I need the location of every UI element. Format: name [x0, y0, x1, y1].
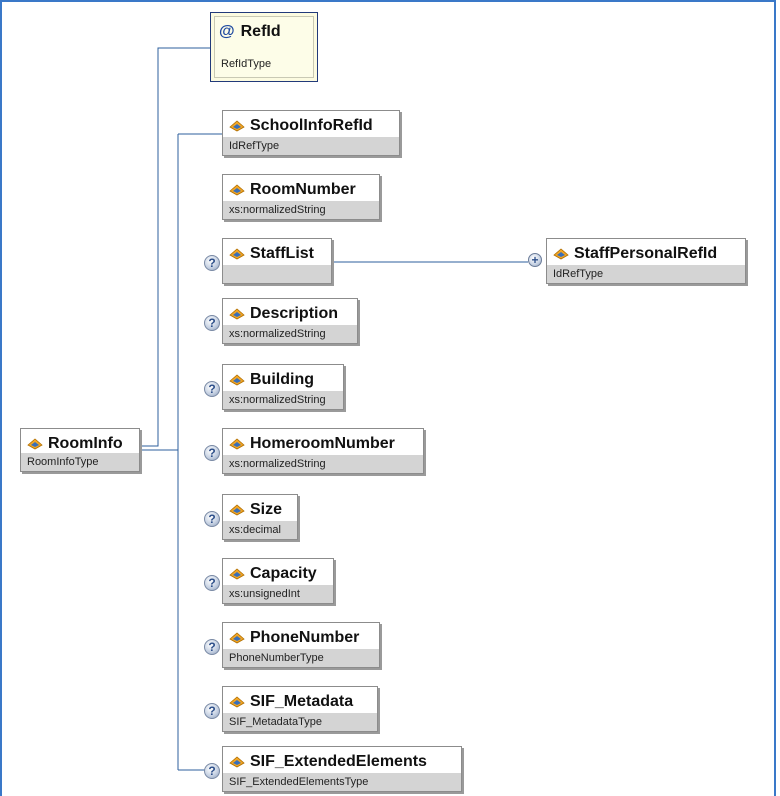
element-icon [229, 184, 245, 196]
element-name: Size [250, 501, 283, 518]
element-icon [229, 568, 245, 580]
optional-icon: ? [204, 315, 220, 331]
optional-icon: ? [204, 703, 220, 719]
element-icon [229, 308, 245, 320]
element-type: xs:unsignedInt [223, 585, 333, 603]
root-element-name: RoomInfo [48, 435, 123, 452]
element-icon [229, 632, 245, 644]
element-name: StaffList [250, 245, 314, 262]
element-name: RoomNumber [250, 181, 356, 198]
element-icon [229, 756, 245, 768]
element-icon [229, 120, 245, 132]
element-icon [553, 248, 569, 260]
element-name: SchoolInfoRefId [250, 117, 373, 134]
element-type: xs:normalizedString [223, 455, 423, 473]
optional-icon: ? [204, 445, 220, 461]
element-node-stafflist[interactable]: StaffList [222, 238, 332, 284]
element-name: HomeroomNumber [250, 435, 395, 452]
element-type: xs:decimal [223, 521, 297, 539]
element-node-building[interactable]: Building xs:normalizedString [222, 364, 344, 410]
root-element-node[interactable]: RoomInfo RoomInfoType [20, 428, 140, 472]
element-icon [229, 438, 245, 450]
element-type: IdRefType [223, 137, 399, 155]
element-icon [229, 696, 245, 708]
element-type: xs:normalizedString [223, 325, 357, 343]
element-node-size[interactable]: Size xs:decimal [222, 494, 298, 540]
element-node-description[interactable]: Description xs:normalizedString [222, 298, 358, 344]
element-node-capacity[interactable]: Capacity xs:unsignedInt [222, 558, 334, 604]
expand-plus-icon[interactable]: + [528, 253, 542, 267]
optional-icon: ? [204, 255, 220, 271]
at-icon: @ [219, 23, 235, 40]
element-name: SIF_Metadata [250, 693, 354, 710]
element-type: xs:normalizedString [223, 391, 343, 409]
element-type [223, 265, 331, 283]
optional-icon: ? [204, 763, 220, 779]
element-type: SIF_ExtendedElementsType [223, 773, 461, 791]
element-name: Capacity [250, 565, 317, 582]
element-icon [229, 504, 245, 516]
element-icon [229, 374, 245, 386]
element-icon [27, 438, 43, 450]
element-name: Description [250, 305, 339, 322]
optional-icon: ? [204, 575, 220, 591]
element-type: PhoneNumberType [223, 649, 379, 667]
element-name: SIF_ExtendedElements [250, 753, 427, 770]
optional-icon: ? [204, 511, 220, 527]
attribute-type: RefIdType [221, 58, 272, 70]
element-name: Building [250, 371, 314, 388]
optional-icon: ? [204, 381, 220, 397]
element-type: SIF_MetadataType [223, 713, 377, 731]
optional-icon: ? [204, 639, 220, 655]
element-name: PhoneNumber [250, 629, 360, 646]
element-icon [229, 248, 245, 260]
root-element-type: RoomInfoType [21, 453, 139, 471]
staff-personal-refid-node[interactable]: StaffPersonalRefId IdRefType [546, 238, 746, 284]
element-type: xs:normalizedString [223, 201, 379, 219]
element-node-homeroomnumber[interactable]: HomeroomNumber xs:normalizedString [222, 428, 424, 474]
attribute-node-refid[interactable]: @ RefId RefIdType [210, 12, 318, 82]
staff-personal-refid-name: StaffPersonalRefId [574, 245, 718, 262]
staff-personal-refid-type: IdRefType [547, 265, 745, 283]
element-node-roomnumber[interactable]: RoomNumber xs:normalizedString [222, 174, 380, 220]
attribute-name: RefId [240, 23, 281, 40]
